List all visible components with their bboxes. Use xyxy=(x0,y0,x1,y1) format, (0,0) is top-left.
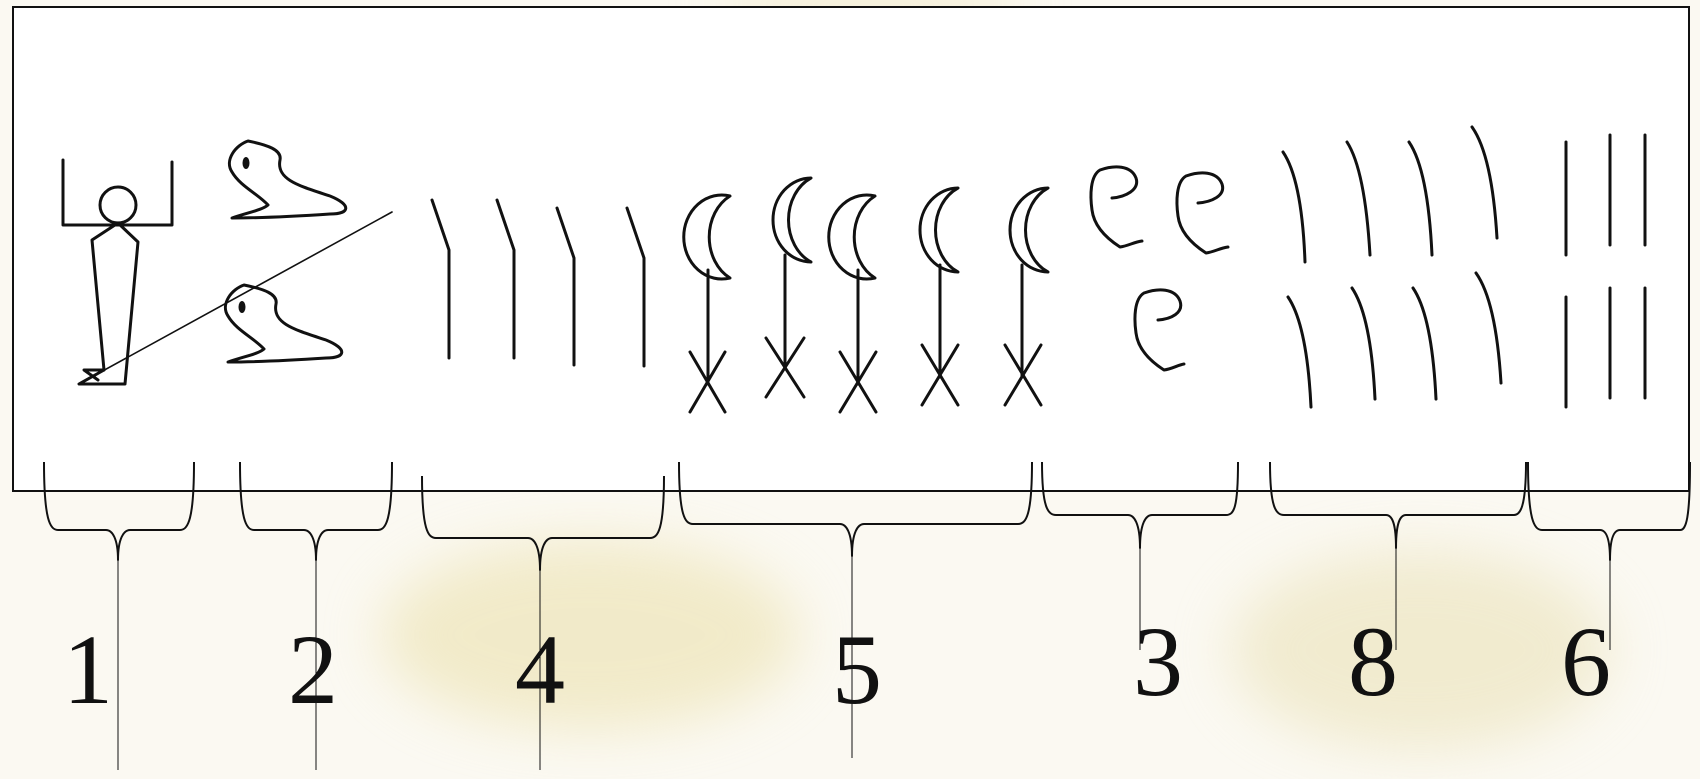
crescent-cross-glyph xyxy=(1003,186,1050,407)
kneeling-man-glyph xyxy=(61,158,393,386)
crescent-cross-glyph xyxy=(682,193,732,414)
staff-glyph xyxy=(1474,271,1503,385)
cord-glyph xyxy=(495,198,516,360)
group-count-label: 1 xyxy=(63,614,113,725)
serpent-glyph xyxy=(227,139,348,220)
group-count-label: 2 xyxy=(288,614,338,725)
staff-glyph xyxy=(1470,125,1499,240)
coil-glyph xyxy=(1175,171,1230,255)
staff-glyph xyxy=(1411,286,1438,401)
glyph-panel xyxy=(12,6,1690,492)
staff-glyph xyxy=(1345,140,1372,257)
staff-glyph xyxy=(1286,295,1313,409)
group-count-label: 6 xyxy=(1561,606,1611,717)
crescent-cross-glyph xyxy=(764,176,813,399)
coil-glyph xyxy=(1133,288,1186,372)
group-count-label: 8 xyxy=(1348,606,1398,717)
serpent-glyph xyxy=(223,283,344,364)
group-count-label: 4 xyxy=(515,614,565,725)
crescent-cross-glyph xyxy=(918,186,960,407)
cord-glyph xyxy=(430,198,451,360)
cord-glyph xyxy=(625,206,646,368)
staff-glyph xyxy=(1407,140,1434,257)
staff-glyph xyxy=(1350,286,1377,401)
staff-glyph xyxy=(1281,150,1307,264)
group-count-label: 5 xyxy=(832,614,882,725)
background-tint xyxy=(380,540,800,730)
cord-glyph xyxy=(555,206,576,367)
coil-glyph xyxy=(1089,165,1144,249)
crescent-cross-glyph xyxy=(827,193,878,414)
background-tint xyxy=(1230,550,1610,750)
group-count-label: 3 xyxy=(1133,606,1183,717)
